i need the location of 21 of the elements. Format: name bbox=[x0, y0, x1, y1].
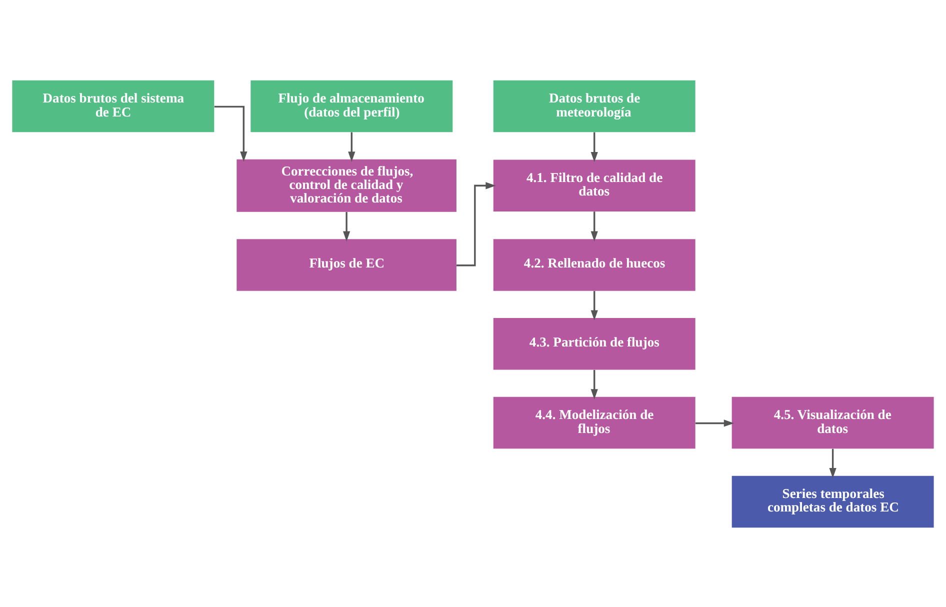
node-box: Datos brutos del sistema de EC bbox=[12, 80, 214, 132]
arrow bbox=[695, 419, 734, 426]
node-box: 4.1. Filtro de calidad de datos bbox=[493, 159, 696, 211]
node-box: Correcciones de flujos, control de calidad y valoración de datos bbox=[236, 158, 456, 212]
node-box: 4.5. Visualización de datos bbox=[732, 396, 934, 448]
arrow bbox=[590, 290, 598, 320]
node-box: 4.3. Partición de flujos bbox=[493, 318, 696, 370]
node-box: Flujos de EC bbox=[236, 238, 456, 290]
arrow bbox=[590, 369, 598, 399]
arrow bbox=[343, 212, 350, 241]
arrow bbox=[214, 105, 248, 162]
arrow bbox=[456, 182, 496, 266]
node-box: 4.4. Modelización de flujos bbox=[493, 396, 696, 448]
arrow bbox=[348, 132, 356, 162]
node-box: Flujo de almacenamiento (datos del perfil) bbox=[250, 80, 453, 132]
node-box: Datos brutos de meteorología bbox=[493, 80, 696, 132]
arrow bbox=[829, 448, 836, 478]
arrow bbox=[590, 132, 598, 162]
arrow bbox=[590, 211, 598, 241]
node-box: Series temporales completas de datos EC bbox=[732, 475, 934, 528]
node-box: 4.2. Rellenado de huecos bbox=[493, 238, 696, 290]
